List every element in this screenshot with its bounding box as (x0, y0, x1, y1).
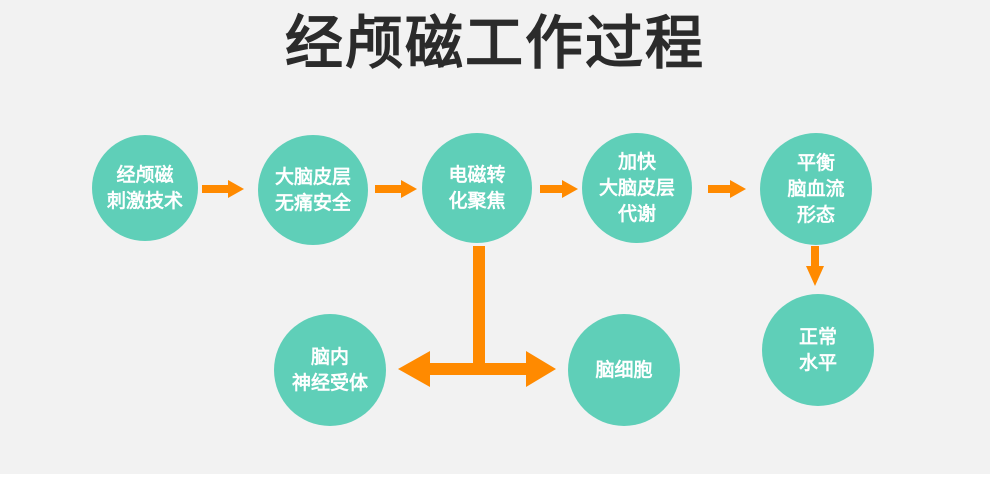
node-em-conversion: 电磁转 化聚焦 (422, 133, 532, 243)
node-normal-level: 正常 水平 (762, 294, 874, 406)
node-brain-cell: 脑细胞 (568, 314, 680, 426)
arrow-n1-n2 (202, 180, 244, 198)
arrow-n2-n3 (375, 180, 417, 198)
diagram-canvas: 经颅磁工作过程 (0, 0, 990, 474)
node-blood-flow: 平衡 脑血流 形态 (760, 133, 872, 245)
connector-layer (202, 180, 824, 387)
arrow-n4-n5 (708, 180, 746, 198)
diagram-title: 经颅磁工作过程 (284, 9, 705, 77)
arrow-n5-n6 (806, 246, 824, 286)
node-cortex-metabolism: 加快 大脑皮层 代谢 (582, 133, 692, 243)
node-cortex-safe: 大脑皮层 无痛安全 (258, 135, 368, 245)
arrow-n3-n4 (540, 180, 578, 198)
node-tms: 经颅磁 刺激技术 (92, 135, 198, 241)
arrow-n3-split (398, 246, 556, 387)
node-neuro-receptor: 脑内 神经受体 (274, 314, 386, 426)
